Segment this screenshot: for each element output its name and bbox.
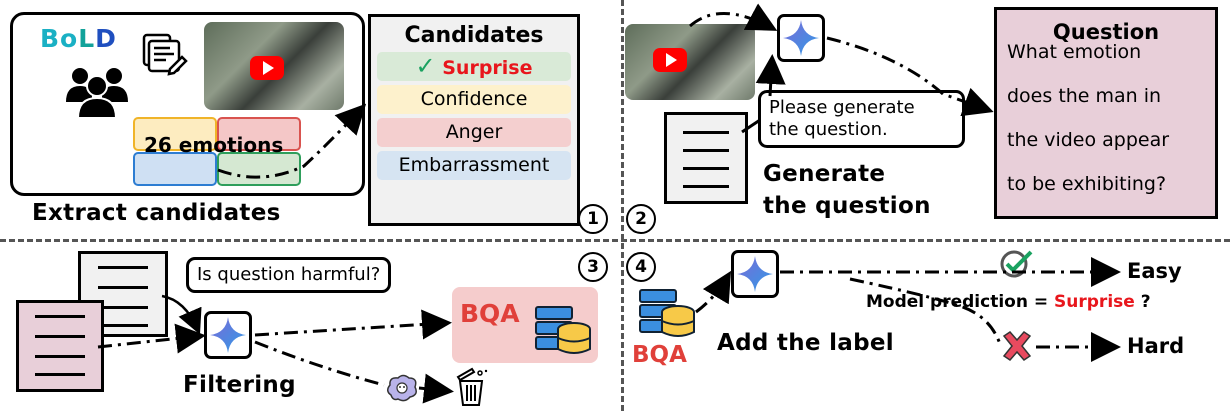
users-icon bbox=[66, 68, 128, 118]
candidates-title: Candidates bbox=[404, 23, 544, 48]
question-card: Question What emotion does the man in th… bbox=[994, 7, 1218, 219]
trash-icon bbox=[456, 367, 488, 406]
logo-part-bo: Bo bbox=[40, 24, 79, 53]
cross-icon bbox=[1002, 331, 1032, 361]
step-badge-4: 4 bbox=[626, 252, 656, 282]
question-title: Question bbox=[1052, 20, 1160, 44]
youtube-play-icon[interactable] bbox=[653, 48, 687, 72]
annotation-document-icon bbox=[142, 33, 188, 76]
context-document bbox=[664, 112, 748, 204]
emotion-tile-yellow bbox=[133, 117, 217, 151]
condition-value: Surprise bbox=[1054, 292, 1135, 312]
gemini-model-icon-label bbox=[731, 250, 779, 298]
bqa-input-label: BQA bbox=[632, 342, 687, 368]
outcome-easy: Easy bbox=[1127, 259, 1182, 283]
emotion-count-label: 26 emotions bbox=[144, 133, 284, 157]
outcome-hard: Hard bbox=[1127, 334, 1185, 358]
check-icon: ✓ bbox=[415, 52, 436, 80]
panel-2-title: Generate the question bbox=[763, 161, 931, 219]
context-document-back bbox=[78, 251, 168, 337]
panel-4-title: Add the label bbox=[717, 330, 894, 356]
video-thumbnail-1[interactable] bbox=[204, 22, 344, 110]
candidate-surprise: ✓ Surprise bbox=[377, 52, 571, 81]
horizontal-divider bbox=[0, 239, 1230, 242]
step-badge-3: 3 bbox=[578, 252, 608, 282]
logo-part-l: L bbox=[78, 24, 96, 53]
emotion-tile-blue bbox=[133, 152, 217, 186]
candidates-card: Candidates ✓ Surprise Confidence Anger E… bbox=[368, 14, 580, 226]
candidate-embarrassment: Embarrassment bbox=[377, 151, 571, 180]
gemini-sparkle-icon bbox=[210, 317, 246, 353]
gemini-sparkle-icon bbox=[783, 20, 819, 56]
bold-logo: BoLD bbox=[40, 24, 117, 53]
candidate-anger: Anger bbox=[377, 118, 571, 147]
check-circle-icon bbox=[1000, 250, 1033, 278]
gemini-sparkle-icon bbox=[737, 256, 773, 292]
question-text: What emotion does the man in the video a… bbox=[1007, 41, 1170, 195]
gemini-model-icon-generate bbox=[777, 14, 825, 62]
emotion-tile-green bbox=[217, 152, 301, 186]
panel-3-title: Filtering bbox=[183, 372, 296, 398]
logo-part-d: D bbox=[95, 24, 117, 53]
youtube-play-icon[interactable] bbox=[250, 56, 284, 80]
prediction-condition: Model prediction = Surprise ? bbox=[866, 292, 1151, 312]
vertical-divider bbox=[621, 0, 624, 411]
question-document-front bbox=[16, 300, 104, 392]
video-thumbnail-2[interactable] bbox=[625, 24, 755, 100]
step-badge-1: 1 bbox=[578, 204, 608, 234]
harmful-prompt-bubble: Is question harmful? bbox=[186, 257, 392, 293]
toxic-cloud-icon bbox=[387, 374, 417, 402]
database-icon bbox=[535, 306, 591, 354]
database-icon bbox=[639, 289, 695, 337]
gemini-model-icon-filter bbox=[204, 311, 252, 359]
generate-prompt-bubble: Please generate the question. bbox=[758, 90, 965, 148]
bqa-output-box: BQA bbox=[452, 287, 598, 363]
panel-1-title: Extract candidates bbox=[32, 200, 281, 226]
step-badge-2: 2 bbox=[626, 204, 656, 234]
bqa-label: BQA bbox=[460, 299, 520, 328]
candidate-confidence: Confidence bbox=[377, 85, 571, 114]
